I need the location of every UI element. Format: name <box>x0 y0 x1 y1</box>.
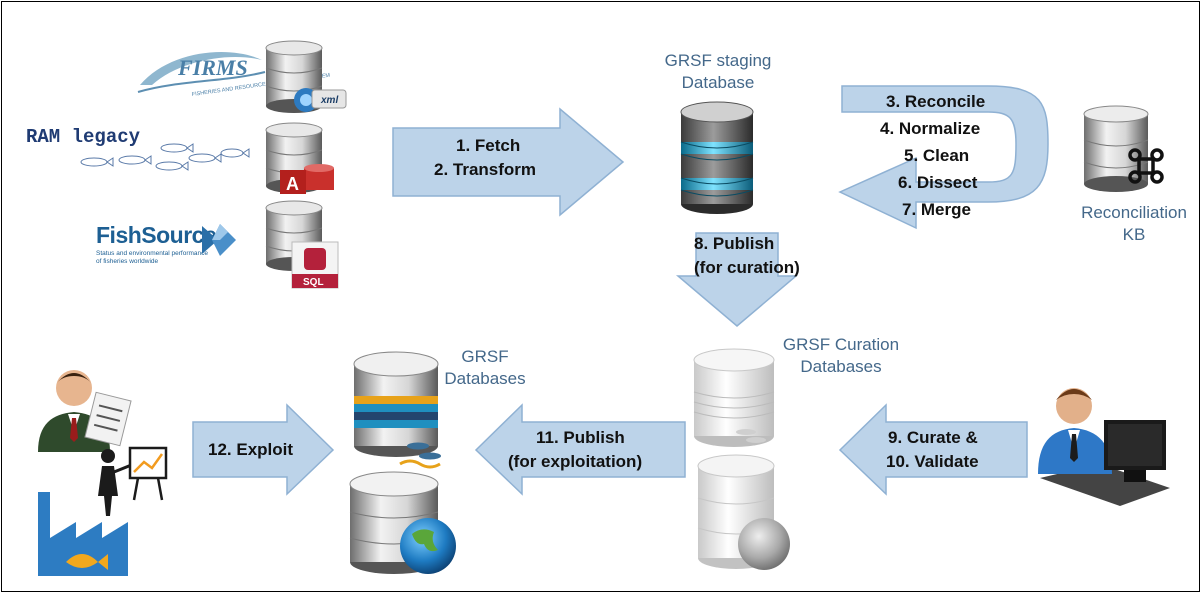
reconciliation-kb-icon <box>1083 105 1164 192</box>
staging-db-line2: Database <box>681 73 755 92</box>
reconciliation-kb-line1: Reconciliation <box>1081 203 1187 222</box>
staging-db-label: GRSF staging Database <box>648 50 788 94</box>
curation-database-stack-icon <box>693 348 775 447</box>
reconciliation-kb-label: Reconciliation KB <box>1066 202 1202 246</box>
step-fetch: 1. Fetch <box>456 136 521 155</box>
reconcile-loop-arrow <box>838 85 1049 230</box>
curation-db-line2: Databases <box>800 357 882 376</box>
curator-at-computer-icon <box>1038 388 1170 506</box>
step-transform: 2. Transform <box>434 160 537 179</box>
staging-database-icon <box>680 101 754 214</box>
exploit-arrow <box>192 403 335 496</box>
sql-tag: SQL <box>303 277 324 288</box>
step-clean: 5. Clean <box>904 146 970 165</box>
step-normalize: 4. Normalize <box>880 119 981 138</box>
curation-db-label: GRSF Curation Databases <box>766 334 916 378</box>
reconciliation-kb-line2: KB <box>1122 225 1146 244</box>
reconcile-steps-label: 3. Reconcile 4. Normalize 5. Clean 6. Di… <box>852 88 1042 223</box>
firms-logo: FIRMS FISHERIES AND RESOURCES MONITORING… <box>137 52 331 98</box>
access-tag: A <box>286 174 299 194</box>
grsf-globe-database-icon <box>349 471 456 574</box>
grsf-db-line2: Databases <box>444 369 526 388</box>
publish-exploitation-arrow <box>474 403 686 496</box>
curate-validate-label: 9. Curate & 10. Validate <box>886 426 1026 474</box>
grsf-db-label: GRSF Databases <box>430 346 540 390</box>
staging-db-line1: GRSF staging <box>664 51 772 70</box>
firms-logo-text: FIRMS <box>177 55 248 80</box>
xml-tag: xml <box>320 95 338 106</box>
sql-database-icon: SQL <box>265 200 339 289</box>
step-publish-exploitation: 11. Publish <box>536 428 625 447</box>
curation-db-line1: GRSF Curation <box>782 335 900 354</box>
fishery-factory-icon <box>38 492 128 576</box>
fishsource-logo: FishSource <box>96 222 217 248</box>
step-reconcile: 3. Reconcile <box>886 92 986 111</box>
step-validate: 10. Validate <box>886 452 979 471</box>
presenter-chart-icon <box>98 446 168 516</box>
publish-curation-label: 8. Publish (for curation) <box>694 232 834 280</box>
ram-legacy-logo: RAM legacy <box>26 126 141 148</box>
access-database-icon: A <box>265 122 334 194</box>
step-dissect: 6. Dissect <box>898 173 978 192</box>
curation-globe-database-icon <box>697 454 790 570</box>
grsf-database-stack-icon <box>353 351 441 469</box>
fetch-transform-label: 1. Fetch 2. Transform <box>434 134 574 182</box>
curate-validate-arrow <box>838 403 1028 496</box>
fish-school-icon <box>80 143 250 171</box>
fishsource-diamond-icon <box>202 224 236 256</box>
step-publish-curation: 8. Publish <box>694 234 775 253</box>
publish-exploitation-label: 11. Publish (for exploitation) <box>508 426 678 474</box>
fishsource-tagline: Status and environmental performance of … <box>96 250 209 265</box>
fetch-transform-arrow <box>392 107 625 217</box>
step-for-curation: (for curation) <box>694 258 800 277</box>
publish-curation-arrow <box>675 232 799 327</box>
analyst-person-icon <box>38 370 132 452</box>
step-merge: 7. Merge <box>902 200 971 219</box>
grsf-db-line1: GRSF <box>461 347 509 366</box>
step-for-exploitation: (for exploitation) <box>508 452 643 471</box>
exploit-label: 12. Exploit <box>208 440 294 459</box>
firms-database-icon: xml <box>265 40 347 113</box>
step-curate: 9. Curate & <box>888 428 978 447</box>
